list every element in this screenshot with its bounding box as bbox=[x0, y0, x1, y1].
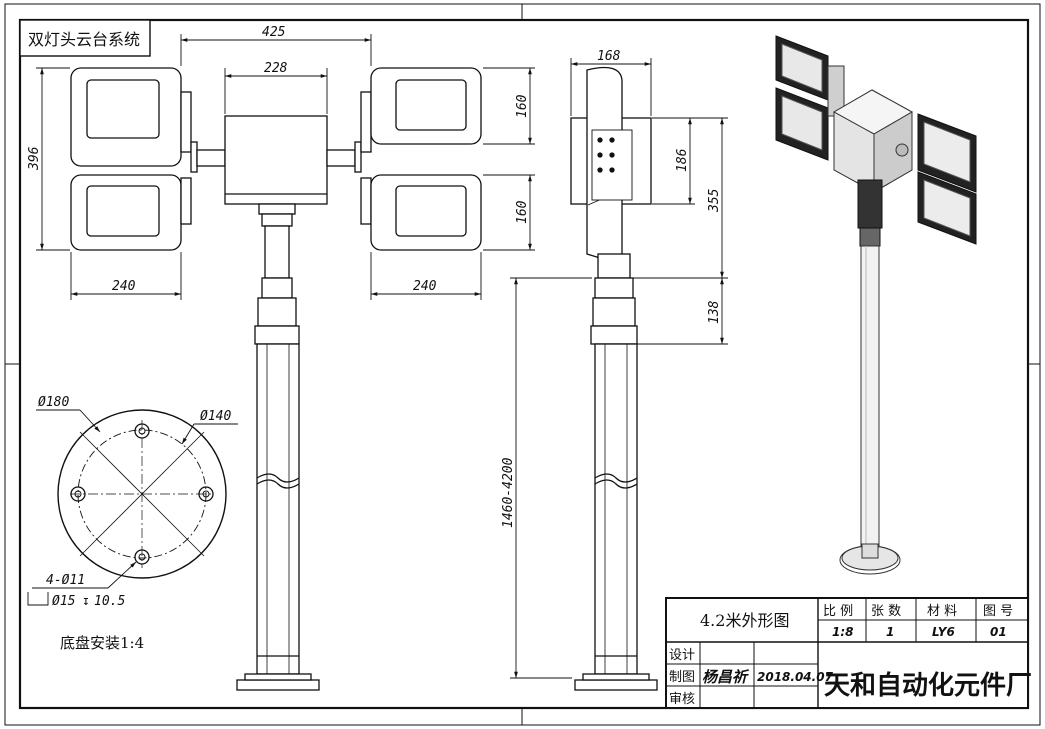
mounting-hole bbox=[134, 423, 150, 439]
ptz-housing bbox=[224, 115, 328, 205]
mounting-hole bbox=[70, 486, 86, 502]
side-view-dimensions bbox=[510, 58, 728, 679]
right-lamp-upper bbox=[360, 67, 482, 153]
mounting-hole bbox=[134, 549, 150, 565]
drawing-name: 4.2米外形图 bbox=[700, 611, 789, 630]
dim-housing-width: 228 bbox=[264, 61, 288, 76]
dim-outer-diameter: Ø180 bbox=[38, 395, 69, 410]
dim-counterbore-depth: 10.5 bbox=[94, 594, 125, 609]
col-number-label: 图 号 bbox=[983, 604, 1013, 619]
title-block bbox=[665, 597, 1029, 709]
col-sheets-label: 张 数 bbox=[871, 604, 901, 619]
drawing-title-box: 双灯头云台系统 bbox=[19, 19, 151, 57]
side-view bbox=[570, 66, 658, 691]
mast-tube-front bbox=[256, 343, 300, 675]
row-drawn: 制图 bbox=[669, 670, 695, 685]
dim-joint: 138 bbox=[707, 300, 722, 324]
front-view-dimensions bbox=[36, 34, 535, 300]
dim-lamp-upper: 160 bbox=[515, 94, 530, 118]
isometric-render bbox=[775, 35, 977, 575]
drawing-date: 2018.04.07 bbox=[757, 670, 834, 684]
number-value: 01 bbox=[990, 625, 1007, 639]
dim-left-lamp-width: 240 bbox=[112, 279, 136, 294]
dim-mast: 1460-4200 bbox=[501, 457, 516, 528]
company-name: 天和自动化元件厂 bbox=[824, 670, 1032, 701]
depth-symbol: ↧ bbox=[82, 594, 90, 609]
sheet-border bbox=[4, 3, 1041, 726]
base-view-caption: 底盘安装1:4 bbox=[60, 634, 144, 652]
col-scale-label: 比 例 bbox=[823, 604, 853, 619]
col-material-label: 材 料 bbox=[927, 604, 957, 619]
left-lamp-lower bbox=[70, 174, 192, 251]
dim-depth: 168 bbox=[597, 49, 621, 64]
dim-counterbore: Ø15 bbox=[52, 594, 76, 609]
signature: 杨昌祈 bbox=[702, 668, 750, 686]
scale-value: 1:8 bbox=[832, 625, 854, 639]
material-value: LY6 bbox=[932, 625, 955, 639]
dim-right-lamp-width: 240 bbox=[413, 279, 437, 294]
dim-holes: 4-Ø11 bbox=[46, 573, 85, 588]
sheets-value: 1 bbox=[886, 625, 894, 639]
dim-bolt-circle: Ø140 bbox=[200, 409, 231, 424]
row-design: 设计 bbox=[669, 648, 695, 663]
right-lamp-lower bbox=[360, 174, 482, 251]
mast-tube-side bbox=[594, 343, 638, 675]
left-lamp-upper bbox=[70, 67, 192, 167]
dim-height: 396 bbox=[27, 146, 42, 171]
base-plate-view bbox=[27, 409, 238, 606]
dim-lamp-lower: 160 bbox=[515, 200, 530, 224]
dim-overall-width: 425 bbox=[262, 25, 286, 40]
drawing-title: 双灯头云台系统 bbox=[28, 30, 140, 49]
dim-bracket: 186 bbox=[675, 148, 690, 172]
dim-head: 355 bbox=[707, 188, 722, 213]
mounting-hole bbox=[198, 486, 214, 502]
row-review: 审核 bbox=[669, 692, 695, 707]
front-view bbox=[70, 67, 482, 691]
